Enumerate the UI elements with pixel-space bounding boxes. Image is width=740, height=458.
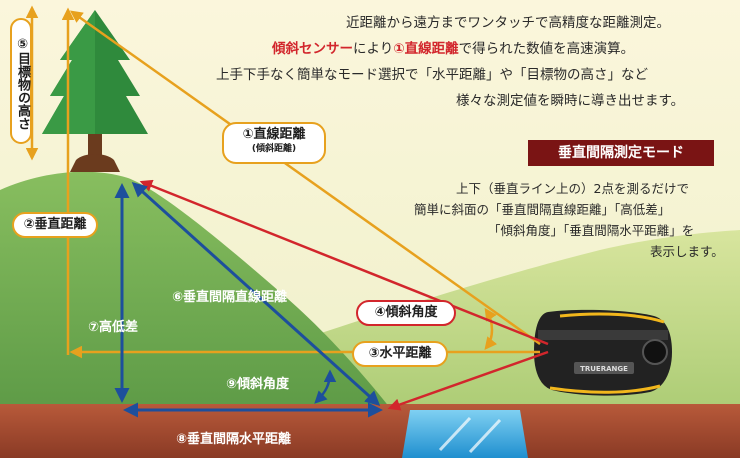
straight-distance-line [69, 10, 541, 346]
mode-desc-2: 簡単に斜面の「垂直間隔直線距離」「高低差」 [414, 202, 671, 217]
intro-line-2-mid: により [353, 41, 394, 57]
label-straight-distance-main: ①直線距離 [242, 127, 306, 142]
label-vertical-distance: ②垂直距離 [12, 212, 98, 238]
device-brand-text: TRUERANGE [580, 365, 628, 373]
vertical-interval-straight-line [131, 181, 381, 407]
label-elevation-diff: ⑦高低差 [88, 320, 139, 335]
ground [0, 404, 740, 458]
label-straight-distance-sub: (傾斜距離) [251, 144, 297, 154]
mode-desc-3: 「傾斜角度」「垂直間隔水平距離」を [488, 223, 695, 238]
water-reflection [438, 416, 502, 454]
water [402, 410, 528, 458]
intro-highlight-sensor: 傾斜センサー [272, 41, 353, 57]
intro-highlight-straight: ①直線距離 [393, 41, 459, 57]
mode-desc-1: 上下（垂直ライン上の）2点を測るだけで [456, 181, 689, 196]
rangefinder-device-icon: TRUERANGE [534, 309, 672, 396]
mode-desc-4: 表示します。 [650, 244, 724, 259]
tilt-angle-arc [484, 307, 498, 350]
label-vertical-interval-straight: ⑥垂直間隔直線距離 [172, 290, 288, 305]
intro-line-2-end: で得られた数値を高速演算。 [458, 41, 635, 57]
measurement-ray-lower [387, 350, 549, 411]
label-vi-tilt-angle: ⑨傾斜角度 [226, 377, 290, 392]
intro-line-2: 傾斜センサーにより①直線距離で得られた数値を高速演算。 [272, 38, 634, 60]
intro-line-1: 近距離から遠方までワンタッチで高精度な距離測定。 [346, 15, 670, 31]
label-vertical-interval-horizontal: ⑧垂直間隔水平距離 [176, 432, 292, 447]
intro-line-4: 様々な測定値を瞬時に導き出せます。 [456, 93, 685, 109]
label-straight-distance: ①直線距離 (傾斜距離) [222, 122, 326, 164]
intro-line-3: 上手下手なく簡単なモード選択で「水平距離」や「目標物の高さ」など [216, 67, 648, 83]
label-horizontal-distance: ③水平距離 [352, 341, 448, 367]
label-target-height: ⑤目標物の高さ [10, 18, 32, 144]
mode-title: 垂直間隔測定モード [528, 140, 714, 166]
vi-tilt-angle-arc [314, 369, 337, 404]
label-tilt-angle: ④傾斜角度 [356, 300, 456, 326]
